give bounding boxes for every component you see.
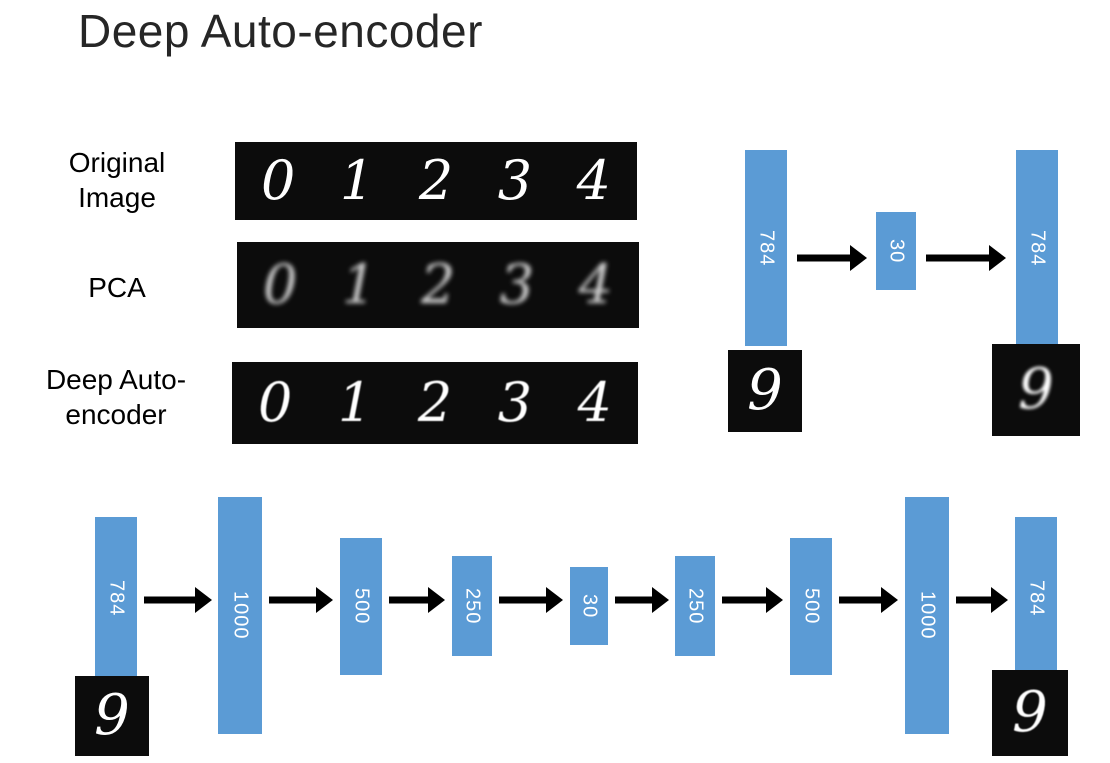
layer-label: 1000 — [916, 591, 939, 640]
flow-arrow — [144, 587, 212, 613]
flow-arrow — [797, 245, 867, 271]
layer-rect-250: 250 — [452, 556, 492, 656]
mnist-digit: 9 — [94, 683, 130, 748]
layer-label: 1000 — [229, 591, 252, 640]
output-image-9: 9 — [992, 344, 1080, 436]
layer-rect-250: 250 — [675, 556, 715, 656]
mnist-digit: 0 — [258, 371, 293, 434]
mnist-digit: 2 — [417, 371, 453, 434]
layer-rect-784: 784 — [1016, 150, 1058, 346]
layer-label: 784 — [105, 579, 128, 617]
flow-arrow — [615, 587, 669, 613]
layer-label: 784 — [755, 229, 778, 267]
label-original-image: Original Image — [68, 147, 166, 213]
mnist-digit: 2 — [420, 253, 456, 316]
input-image-9: 9 — [728, 350, 802, 432]
output-image-9: 9 — [992, 670, 1068, 756]
layer-rect-30: 30 — [570, 567, 608, 645]
mnist-digit: 2 — [418, 149, 454, 212]
layer-rect-1000: 1000 — [905, 497, 949, 734]
flow-arrow — [499, 587, 563, 613]
mnist-digit: 9 — [1018, 357, 1054, 422]
layer-label: 784 — [1025, 579, 1048, 617]
layer-rect-784: 784 — [1015, 517, 1057, 679]
flow-arrow — [722, 587, 783, 613]
mnist-digit: 4 — [577, 371, 612, 434]
flow-arrow — [389, 587, 445, 613]
layer-rect-30: 30 — [876, 212, 916, 290]
mnist-digit: 9 — [1012, 680, 1048, 745]
mnist-digit: 1 — [337, 371, 373, 434]
flow-arrow — [956, 587, 1008, 613]
label-deep-auto-encoder: Deep Auto-encoder — [45, 364, 187, 430]
layer-rect-784: 784 — [745, 150, 787, 346]
layer-label: 30 — [885, 238, 908, 264]
mnist-digit: 4 — [578, 253, 613, 316]
digit-strip-pca: 0 1 2 3 4 — [237, 242, 639, 328]
layer-label: 500 — [350, 588, 373, 625]
flow-arrow — [926, 245, 1006, 271]
digit-strip-original: 0 1 2 3 4 — [235, 142, 637, 220]
mnist-digit: 1 — [339, 149, 375, 212]
input-image-9: 9 — [75, 676, 149, 756]
mnist-digit: 0 — [263, 253, 298, 316]
mnist-digit: 4 — [576, 149, 611, 212]
mnist-digit: 3 — [499, 253, 535, 316]
page-title: Deep Auto-encoder — [78, 5, 483, 57]
layer-label: 500 — [800, 588, 823, 625]
mnist-digit: 1 — [341, 253, 377, 316]
layer-label: 250 — [684, 587, 707, 625]
layer-rect-500: 500 — [790, 538, 832, 675]
mnist-digit: 0 — [261, 149, 296, 212]
digit-strip-deep-autoencoder: 0 1 2 3 4 — [232, 362, 638, 444]
mnist-digit: 3 — [497, 371, 533, 434]
label-pca: PCA — [88, 272, 146, 303]
layer-label: 250 — [461, 587, 484, 625]
layer-label: 784 — [1026, 229, 1049, 267]
layer-rect-784: 784 — [95, 517, 137, 679]
mnist-digit: 3 — [497, 149, 533, 212]
layer-rect-1000: 1000 — [218, 497, 262, 734]
layer-label: 30 — [578, 593, 601, 619]
mnist-digit: 9 — [747, 358, 783, 423]
flow-arrow — [839, 587, 898, 613]
flow-arrow — [269, 587, 333, 613]
layer-rect-500: 500 — [340, 538, 382, 675]
